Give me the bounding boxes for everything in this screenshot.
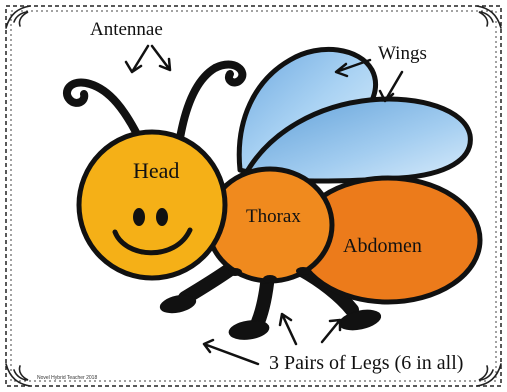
credit-text: Novel Hybrid Teacher 2018 xyxy=(37,376,97,381)
label-legs: 3 Pairs of Legs (6 in all) xyxy=(269,353,463,373)
wings xyxy=(239,49,470,181)
leg-left xyxy=(185,268,232,298)
arrow-leg-left xyxy=(204,340,258,364)
label-head: Head xyxy=(133,160,179,182)
label-wings: Wings xyxy=(378,44,427,63)
right-eye xyxy=(156,208,168,226)
arrow-antenna-left xyxy=(126,46,148,72)
head xyxy=(79,132,225,278)
antennae xyxy=(67,65,242,140)
arrow-antenna-right xyxy=(152,46,170,70)
arrow-leg-right xyxy=(322,320,340,342)
label-antennae: Antennae xyxy=(90,20,163,39)
left-eye xyxy=(133,208,145,226)
arrow-wing-front xyxy=(380,72,402,101)
label-thorax: Thorax xyxy=(246,207,301,226)
foot-middle xyxy=(228,318,270,341)
label-abdomen: Abdomen xyxy=(343,236,422,256)
arrow-leg-middle xyxy=(280,314,296,344)
